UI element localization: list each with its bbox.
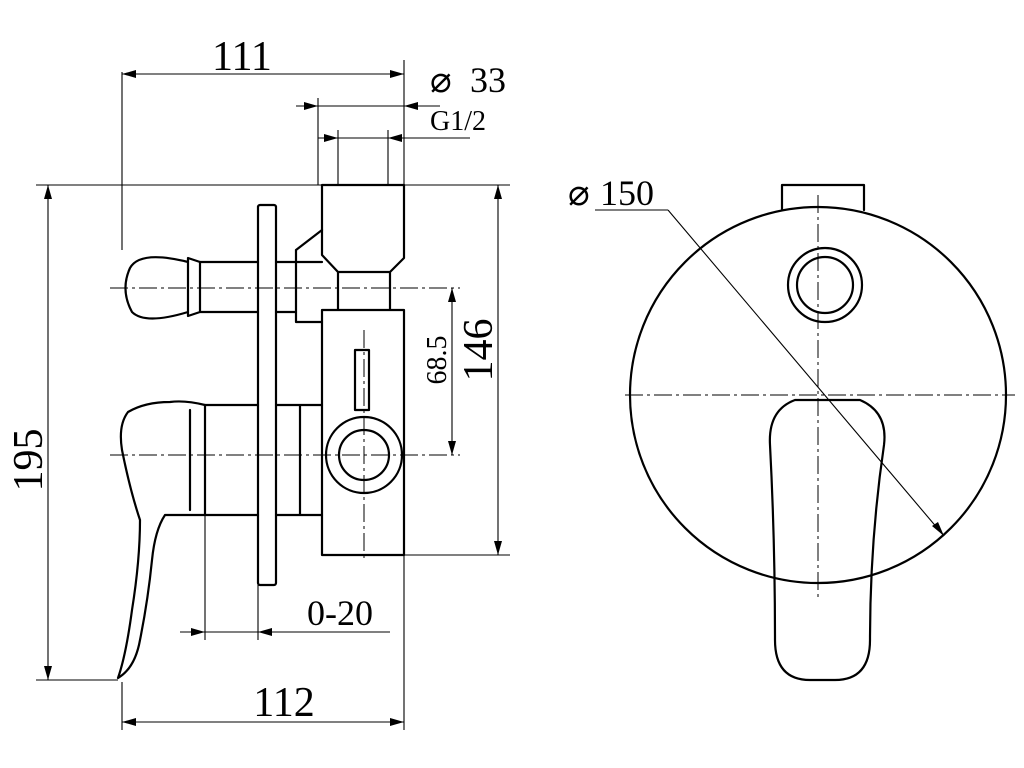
cover-plate xyxy=(256,203,278,587)
valve-body xyxy=(320,183,406,557)
dim-diameter-symbol-33: ⌀ xyxy=(430,60,452,100)
dim-adjust-range: 0-20 xyxy=(307,593,373,633)
diverter-knob-outer xyxy=(786,246,864,324)
dim-thread: G1/2 xyxy=(430,106,486,137)
side-view: 111 ⌀ 33 G1/2 195 146 68.5 xyxy=(6,34,510,730)
dim-plate-diameter: 150 xyxy=(600,173,654,213)
dim-axis-offset: 68.5 xyxy=(422,336,453,385)
front-lever xyxy=(768,398,886,682)
dim-total-height: 195 xyxy=(6,429,52,492)
dim-diameter-symbol-150: ⌀ xyxy=(568,173,590,213)
diverter-tab xyxy=(780,183,866,212)
diverter-spindle xyxy=(353,348,371,412)
lever-handle xyxy=(116,400,260,680)
diverter-knob xyxy=(124,256,260,320)
dim-top-width: 111 xyxy=(212,34,272,80)
front-view: ⌀ 150 xyxy=(568,173,1015,682)
diverter-knob-inner xyxy=(795,255,855,315)
dim-bottom-width: 112 xyxy=(253,680,314,726)
dim-body-height: 146 xyxy=(456,319,502,382)
dim-outlet-diameter: 33 xyxy=(470,60,506,100)
